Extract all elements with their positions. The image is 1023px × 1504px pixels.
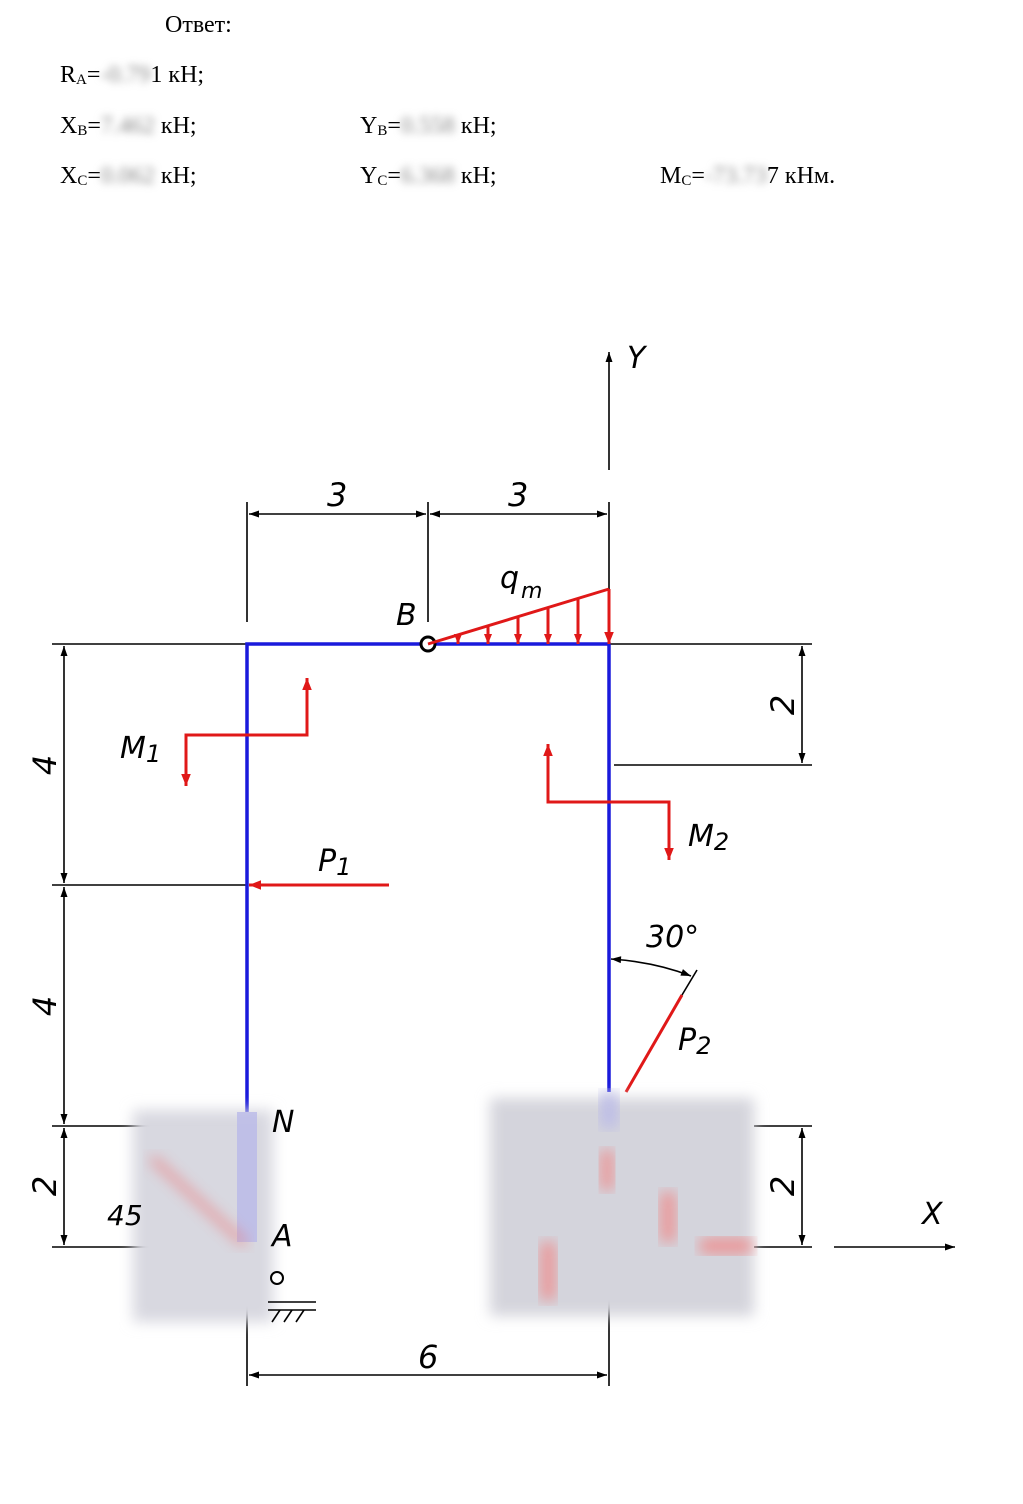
hidden-value: 6.368 — [400, 163, 455, 189]
answer-xb: XB=7.462 кН; — [60, 113, 197, 139]
answer-block: Ответ: RA=-0.791 кН; XB=7.462 кН; YB=0.5… — [0, 0, 1023, 210]
dim-top-right-label: 3 — [508, 476, 528, 514]
dim-right-bottom-label: 2 — [764, 1176, 802, 1196]
frame-member — [245, 642, 611, 1112]
dimension-right: 2 2 — [609, 643, 812, 1248]
distributed-load-q: qm — [427, 561, 614, 646]
answer-yc: YC=6.368 кН; — [360, 163, 497, 189]
point-a-label: A — [270, 1219, 293, 1254]
dimension-bottom: 6 — [246, 1290, 610, 1386]
dim-left-bottom-label: 2 — [26, 1176, 64, 1196]
dim-right-upper-label: 2 — [764, 695, 802, 715]
support-c-obscured — [490, 1092, 754, 1316]
force-p1-label: P1 — [318, 844, 351, 881]
dim-left-lower-label: 4 — [26, 996, 64, 1016]
hidden-value: 0.062 — [100, 163, 155, 189]
moment-m2: M2 — [543, 744, 729, 860]
y-axis-label: Y — [627, 341, 648, 376]
answer-mc: MC=-73.737 кНм. — [660, 163, 836, 189]
blurred-region-right — [490, 1098, 754, 1316]
support-a: N 45 A — [107, 1105, 316, 1323]
answer-header: Ответ: — [165, 12, 232, 38]
force-p2-label: P2 — [678, 1023, 711, 1060]
dim-bottom-label: 6 — [418, 1338, 438, 1376]
force-p1: P1 — [249, 844, 389, 890]
point-n-label: N — [272, 1105, 294, 1140]
dimension-left: 4 4 2 — [26, 643, 247, 1248]
answer-ra: RA=-0.791 кН; — [60, 62, 205, 88]
moment-m1: M1 — [120, 678, 312, 786]
load-q-label: qm — [500, 561, 542, 604]
point-b-label: B — [396, 598, 417, 633]
angle-30-label: 30° — [646, 920, 699, 955]
hidden-value: 7.462 — [100, 113, 155, 139]
x-axis-label: X — [920, 1197, 944, 1232]
moment-m1-label: M1 — [120, 731, 161, 768]
angle-45-label: 45 — [107, 1199, 143, 1232]
dimension-top: 3 3 — [246, 476, 610, 622]
dim-top-left-label: 3 — [327, 476, 347, 514]
hidden-value: 0.558 — [400, 113, 455, 139]
force-p2: 30° P2 — [610, 920, 711, 1093]
hidden-value: -0.79 — [100, 62, 151, 88]
hidden-value: -73.73 — [704, 163, 767, 189]
dim-left-upper-label: 4 — [26, 755, 64, 775]
moment-m2-label: M2 — [688, 819, 729, 856]
answer-yb: YB=0.558 кН; — [360, 113, 497, 139]
answer-xc: XC=0.062 кН; — [60, 163, 197, 189]
